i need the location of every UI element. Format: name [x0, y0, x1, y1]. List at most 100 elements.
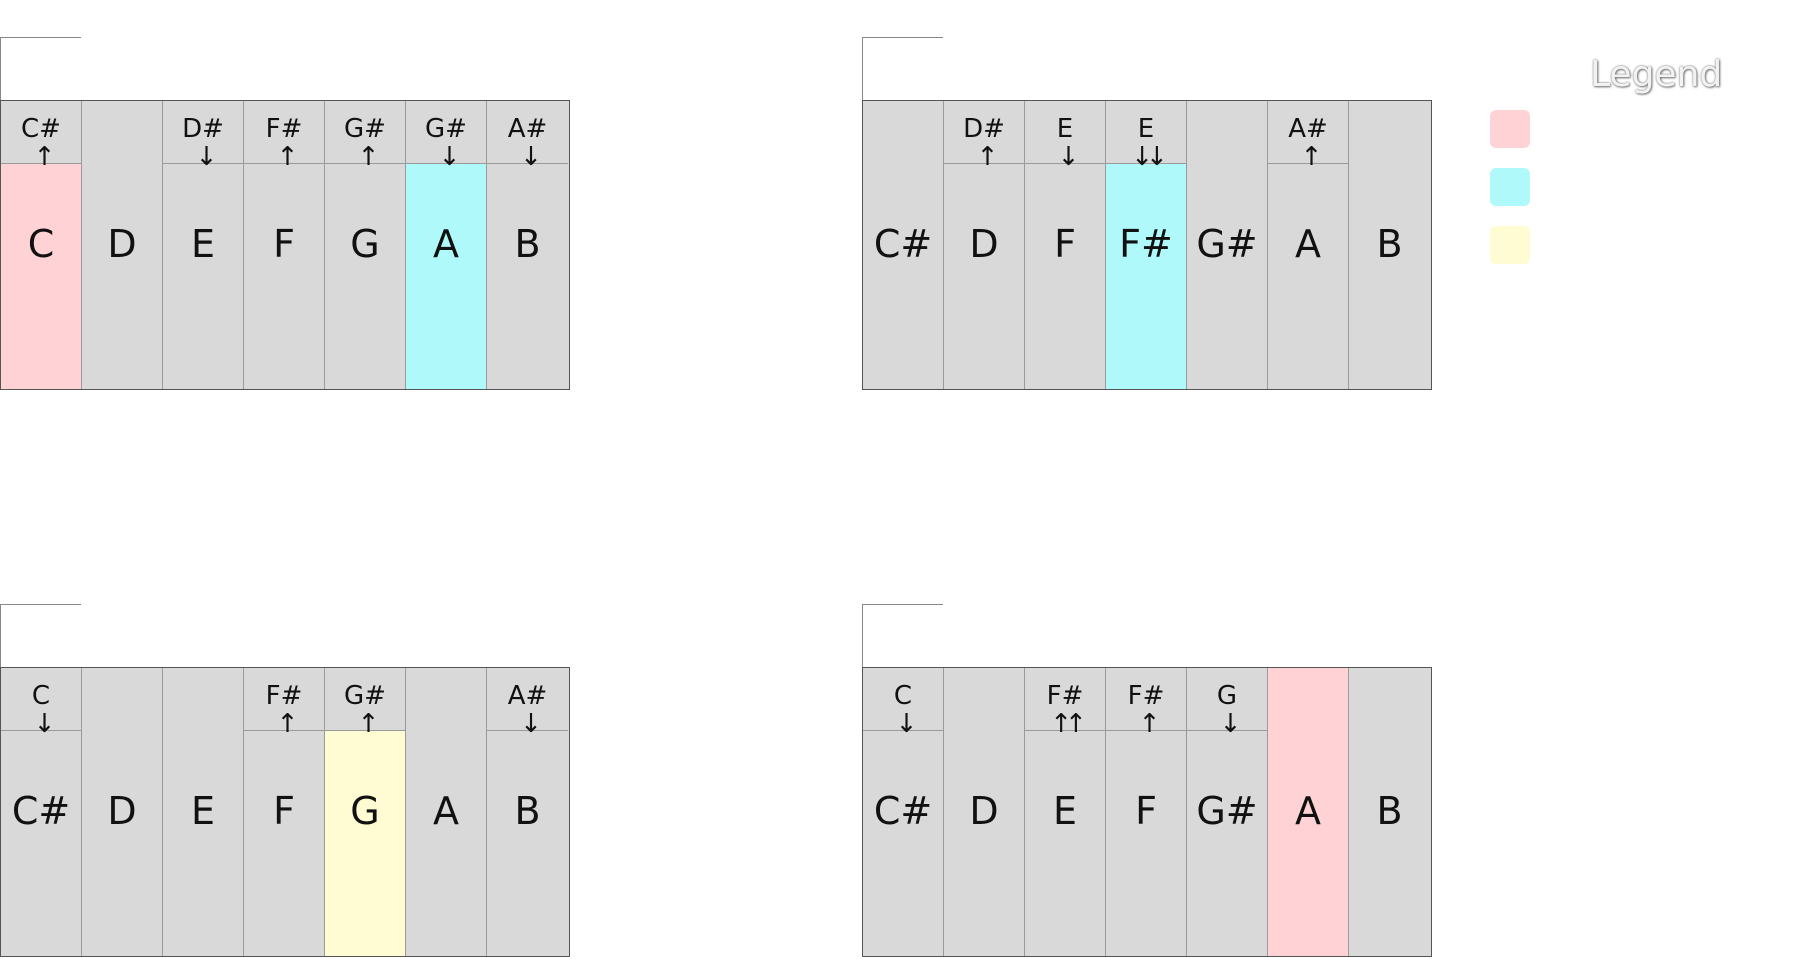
note-label: C#: [11, 789, 71, 833]
note-label: E: [190, 789, 215, 833]
note-label: D: [969, 789, 999, 833]
shift-arrow-icon: ↓↓: [1131, 142, 1168, 172]
key-top-cell: [1187, 101, 1267, 164]
original-note: D#: [963, 114, 1005, 144]
original-note: A#: [507, 681, 548, 711]
piano-key: F#↑ F: [244, 668, 325, 956]
shift-arrow-icon: ↑: [276, 709, 299, 739]
shift-arrow-icon: ↑: [276, 142, 299, 172]
shift-arrow-icon: ↑: [33, 142, 56, 172]
key-highlight: [1, 164, 81, 389]
shift-arrow-icon: ↑↑: [1050, 709, 1087, 739]
original-note: D#: [182, 114, 224, 144]
shift-arrow-icon: ↓: [520, 142, 542, 172]
original-note: C: [31, 681, 51, 711]
note-label: D: [107, 789, 137, 833]
key-top-cell: [1349, 668, 1430, 731]
piano-key: A#↓ B: [487, 101, 568, 389]
shift-arrow-icon: ↓: [1219, 709, 1242, 739]
note-label: A: [1295, 222, 1321, 266]
shift-arrow-icon: ↓: [195, 142, 218, 172]
shift-arrow-icon: ↓: [33, 709, 56, 739]
key-top-cell: F#↑: [244, 668, 324, 738]
piano-key: D#↑ D: [944, 101, 1025, 389]
note-label: C#: [873, 789, 933, 833]
original-note: F#: [265, 681, 303, 711]
panel-tab: [862, 604, 943, 667]
note-label: A: [1295, 789, 1321, 833]
key-top-cell: A#↑: [1268, 101, 1348, 171]
piano-key: A#↑ A: [1268, 101, 1349, 389]
key-top-cell: [82, 668, 162, 731]
key-top-cell: F#↑: [244, 101, 324, 171]
original-note: G: [1216, 681, 1238, 711]
key-top-cell: [863, 101, 943, 164]
original-note: C: [893, 681, 913, 711]
key-top-cell: E↓↓: [1106, 101, 1186, 171]
note-label: G: [350, 222, 380, 266]
note-label: D: [969, 222, 999, 266]
shift-arrow-icon: ↓: [1057, 142, 1080, 172]
piano-key: E↓F: [1025, 101, 1106, 389]
key-top-cell: [406, 668, 486, 731]
key-top-cell: [82, 101, 162, 164]
piano-key: D: [82, 101, 163, 389]
note-label: B: [1376, 222, 1403, 266]
piano-key: F#↑↑ E: [1025, 668, 1106, 956]
note-label: B: [514, 222, 541, 266]
panel-tab: [0, 37, 81, 100]
legend-swatch-yellow: [1490, 226, 1530, 264]
key-top-cell: [163, 668, 243, 731]
key-top-cell: G#↑: [325, 668, 405, 738]
note-label: E: [1052, 789, 1077, 833]
key-highlight: [1106, 164, 1186, 389]
shift-arrow-icon: ↑: [976, 142, 999, 172]
key-top-cell: [1268, 668, 1348, 731]
original-note: C#: [21, 114, 61, 144]
original-note: G#: [344, 114, 386, 144]
piano-key: B: [1349, 101, 1430, 389]
original-note: G#: [344, 681, 386, 711]
shift-arrow-icon: ↓: [520, 709, 542, 739]
panel-tab: [0, 604, 81, 667]
legend: Legend: [1470, 45, 1770, 275]
panel-tab: [862, 37, 943, 100]
piano-key: G#↑ G: [325, 668, 406, 956]
note-label: F: [273, 789, 295, 833]
note-label: G: [350, 789, 380, 833]
original-note: E: [1056, 114, 1074, 144]
piano-key: F#↑F: [244, 101, 325, 389]
key-top-cell: A#↓: [487, 101, 568, 171]
key-top-cell: G#↑: [325, 101, 405, 171]
original-note: A#: [1288, 114, 1328, 144]
piano-key: C↓C#: [863, 668, 944, 956]
key-top-cell: G#↓: [406, 101, 486, 171]
note-label: A: [433, 222, 459, 266]
key-top-cell: E↓: [1025, 101, 1105, 171]
note-label: E: [190, 222, 215, 266]
note-label: F#: [1119, 222, 1173, 266]
original-note: G#: [425, 114, 467, 144]
key-top-cell: F#↑↑: [1025, 668, 1105, 738]
note-label: C#: [873, 222, 933, 266]
key-highlight: [406, 164, 486, 389]
piano-key: D#↓ E: [163, 101, 244, 389]
shift-arrow-icon: ↓: [438, 142, 461, 172]
note-label: B: [514, 789, 541, 833]
original-note: F#: [1046, 681, 1084, 711]
note-label: C: [27, 222, 55, 266]
piano-key: C↓ C#: [1, 668, 82, 956]
piano-key: D: [82, 668, 163, 956]
key-top-cell: [944, 668, 1024, 731]
note-label: D: [107, 222, 137, 266]
key-top-cell: D#↑: [944, 101, 1024, 171]
shift-arrow-icon: ↑: [357, 709, 380, 739]
